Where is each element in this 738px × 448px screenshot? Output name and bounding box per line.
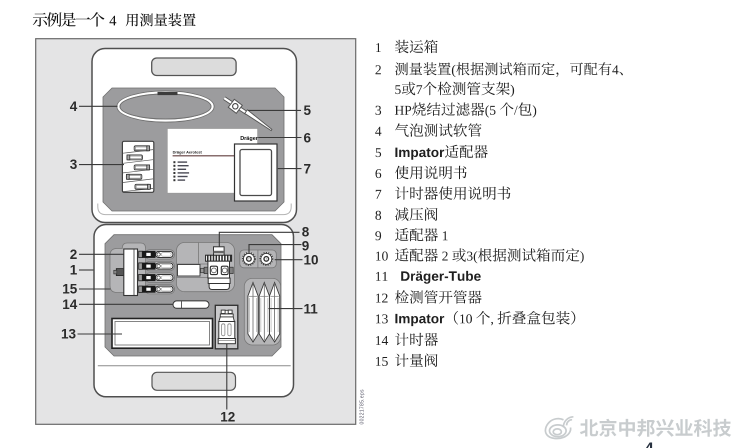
svg-text:11: 11 <box>304 301 319 316</box>
svg-text:00221785.eps: 00221785.eps <box>360 389 366 424</box>
svg-text:14: 14 <box>62 297 78 312</box>
svg-text:10: 10 <box>304 252 319 267</box>
svg-text:1: 1 <box>70 263 78 278</box>
svg-text:3: 3 <box>70 157 78 172</box>
svg-text:Dräger Aerotest: Dräger Aerotest <box>173 149 203 154</box>
svg-text:8: 8 <box>302 225 310 240</box>
svg-text:5: 5 <box>304 103 312 118</box>
svg-text:6: 6 <box>304 130 312 145</box>
svg-text:4: 4 <box>645 440 654 448</box>
svg-text:7: 7 <box>304 161 312 176</box>
svg-text:13: 13 <box>61 327 77 342</box>
svg-text:9: 9 <box>302 238 310 253</box>
svg-text:Dräger: Dräger <box>240 136 259 142</box>
svg-text:12: 12 <box>220 410 235 425</box>
svg-text:2: 2 <box>70 247 78 262</box>
svg-text:15: 15 <box>62 282 78 297</box>
svg-text:4: 4 <box>70 99 78 114</box>
